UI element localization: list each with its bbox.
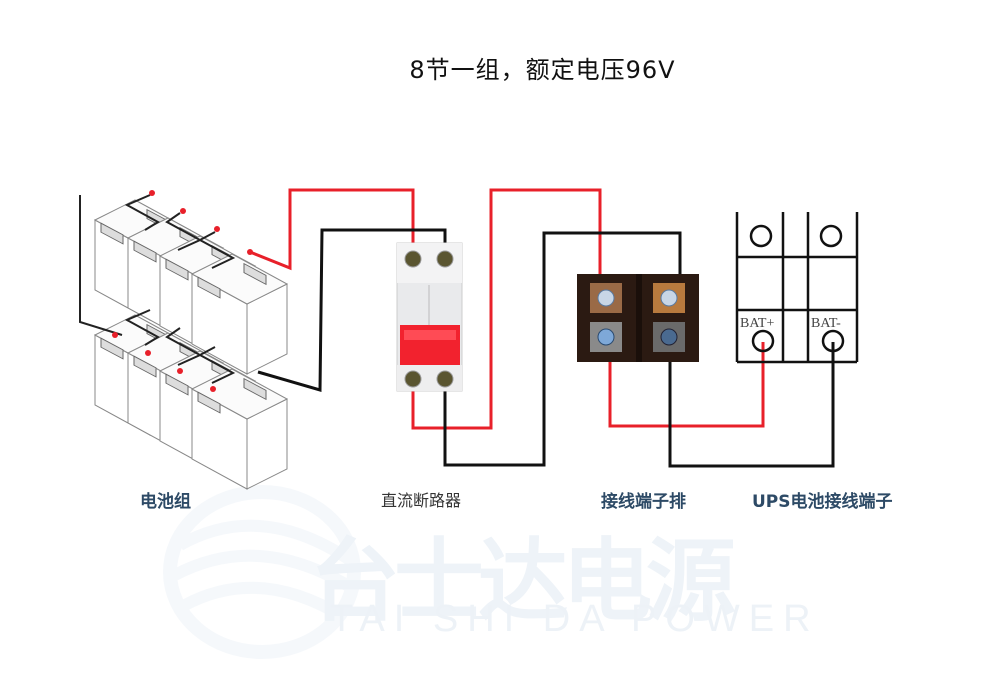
label-terminal-block: 接线端子排 xyxy=(601,492,686,512)
label-ups-terminal: UPS电池接线端子 xyxy=(752,492,893,512)
battery-jumpers xyxy=(79,194,236,384)
label-battery-pack: 电池组 xyxy=(140,492,191,512)
wire-breaker-to-block-positive xyxy=(411,188,602,430)
title-text: 8节一组，额定电压96V xyxy=(409,56,676,84)
terminal-block xyxy=(577,274,699,362)
block-screw-2 xyxy=(660,289,678,307)
bat-positive-terminal xyxy=(751,329,775,353)
page-title: 8节一组，额定电压96V xyxy=(0,50,981,85)
dc-breaker xyxy=(396,242,463,392)
block-screw-1 xyxy=(597,289,615,307)
bat-positive-label: BAT+ xyxy=(740,316,774,331)
ups-terminal xyxy=(735,212,859,364)
wire-breaker-to-block-negative xyxy=(443,231,682,467)
block-screw-3 xyxy=(597,328,615,346)
battery-terminal-marks xyxy=(112,190,253,392)
wire-block-to-bat-negative xyxy=(668,342,835,468)
battery-8 xyxy=(191,368,288,490)
breaker-screw-top-left xyxy=(404,250,422,268)
watermark-en: TAI SHI DA POWER xyxy=(330,598,820,640)
breaker-screw-top-right xyxy=(436,250,454,268)
wire-pack-positive xyxy=(249,188,415,271)
ups-screw-top-right xyxy=(819,224,843,248)
breaker-screw-bottom-right xyxy=(436,370,454,388)
ups-screw-top-left xyxy=(749,224,773,248)
bat-negative-terminal xyxy=(821,329,845,353)
breaker-screw-bottom-left xyxy=(404,370,422,388)
watermark-cn: 台士达电源 xyxy=(310,532,736,632)
block-screw-4 xyxy=(660,328,678,346)
bat-negative-label: BAT- xyxy=(811,316,841,331)
label-dc-breaker: 直流断路器 xyxy=(381,491,462,510)
wire-block-to-bat-positive xyxy=(608,342,765,428)
wire-pack-negative xyxy=(257,228,447,392)
